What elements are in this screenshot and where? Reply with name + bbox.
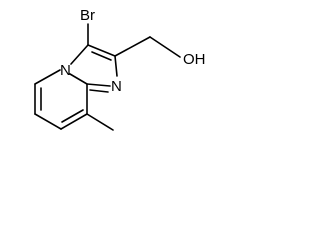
bond-c3-c2 — [87, 44, 116, 57]
bond-c8-methyl — [86, 113, 114, 131]
bond-c2-ch2 — [114, 36, 151, 57]
bond-c2-n1 — [114, 55, 118, 77]
bond-c8a-n-bridge — [69, 73, 88, 85]
bond-c7-c8 — [60, 113, 88, 130]
bridge-nitrogen-atom-label: N — [60, 62, 71, 79]
bond-n-bridge-c3 — [70, 44, 89, 65]
bond-c6-c7 — [34, 113, 62, 130]
bond-n-c5 — [34, 69, 61, 85]
molecule-structure: Br N N OH — [34, 7, 206, 131]
bond-n1-c8a-double — [89, 89, 109, 93]
hydroxyl-atom-label: OH — [183, 51, 206, 68]
bond-c7-c8-double — [61, 109, 84, 123]
structure-canvas: Br N N OH — [34, 7, 206, 131]
ring-nitrogen-atom-label: N — [111, 78, 122, 95]
bond-ch2-oh — [149, 36, 181, 58]
bromine-atom-label: Br — [80, 7, 95, 24]
bond-c3-c2-double — [91, 51, 112, 61]
bond-n1-c8a — [86, 83, 111, 87]
